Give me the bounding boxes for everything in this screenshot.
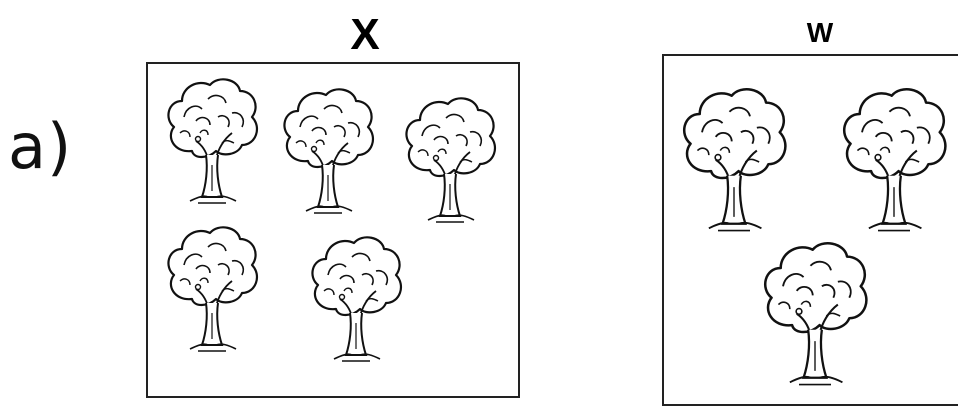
set-w-box [662,54,958,406]
set-w-label: W [806,17,834,48]
tree-icon [306,230,406,372]
question-part-label: a) [8,110,73,183]
tree-icon [162,220,262,362]
tree-icon [670,82,798,242]
tree-icon [834,82,954,242]
set-x-box [146,62,520,398]
set-x-label: X [350,10,380,59]
tree-icon [400,92,500,232]
tree-icon [162,72,262,214]
tree-icon [752,236,878,396]
tree-icon [278,82,378,224]
